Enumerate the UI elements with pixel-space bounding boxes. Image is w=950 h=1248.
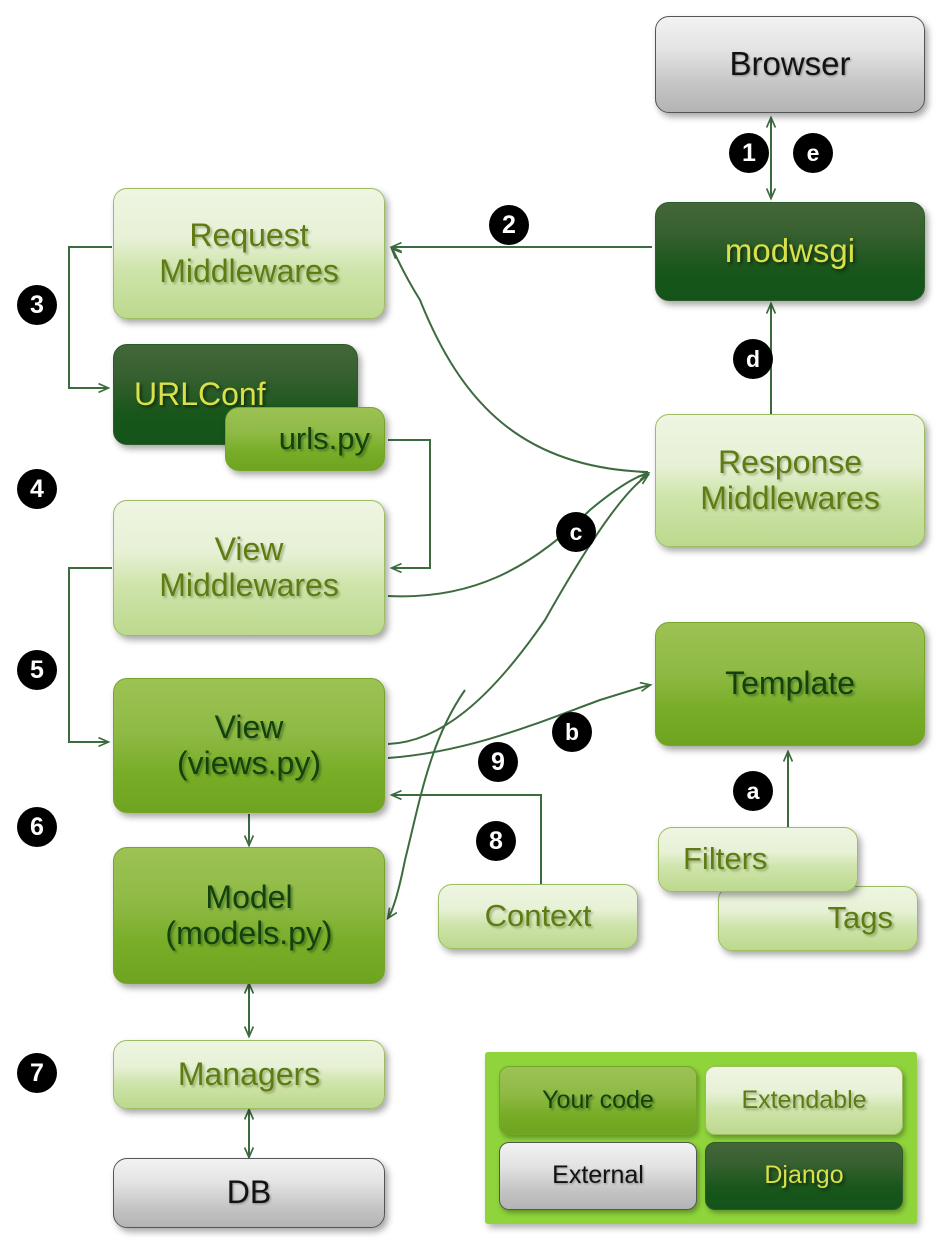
wire-viewmiddlewares-view: [68, 567, 112, 742]
badge-step-4: 4: [17, 469, 57, 509]
node-db[interactable]: DB: [113, 1158, 385, 1228]
node-managers[interactable]: Managers: [113, 1040, 385, 1109]
badge-step-d: d: [733, 339, 773, 379]
badge-step-6: 6: [17, 807, 57, 847]
wire-urlspy-viewmiddlewares: [388, 439, 431, 568]
node-urls-py[interactable]: urls.py: [225, 407, 385, 471]
node-browser[interactable]: Browser: [655, 16, 925, 113]
node-filters[interactable]: Filters: [658, 827, 858, 892]
wire-viewmiddlewares-response: [387, 473, 648, 598]
wire-response-request-curve: [392, 249, 649, 473]
node-tags[interactable]: Tags: [718, 886, 918, 951]
legend-item-extendable: Extendable: [705, 1066, 903, 1135]
node-request-middlewares[interactable]: Request Middlewares: [113, 188, 385, 319]
badge-step-c: c: [556, 512, 596, 552]
node-context[interactable]: Context: [438, 884, 638, 949]
node-view[interactable]: View (views.py): [113, 678, 385, 813]
node-view-middlewares[interactable]: View Middlewares: [113, 500, 385, 636]
legend-item-external: External: [499, 1141, 697, 1210]
legend: Your code Extendable External Django: [485, 1052, 917, 1224]
node-modwsgi[interactable]: modwsgi: [655, 202, 925, 301]
node-template[interactable]: Template: [655, 622, 925, 746]
badge-step-e: e: [793, 133, 833, 173]
badge-step-2: 2: [489, 205, 529, 245]
legend-item-django: Django: [705, 1141, 903, 1210]
badge-step-3: 3: [17, 285, 57, 325]
badge-step-1: 1: [729, 133, 769, 173]
node-response-middlewares[interactable]: Response Middlewares: [655, 414, 925, 547]
badge-step-a: a: [733, 771, 773, 811]
wire-request-urlconf: [68, 246, 112, 388]
wire-view-response: [387, 475, 648, 745]
badge-step-7: 7: [17, 1053, 57, 1093]
wire-context-view: [392, 795, 542, 893]
badge-step-b: b: [552, 712, 592, 752]
badge-step-5: 5: [17, 650, 57, 690]
badge-step-9: 9: [478, 742, 518, 782]
legend-item-your-code: Your code: [499, 1066, 697, 1135]
node-model[interactable]: Model (models.py): [113, 847, 385, 984]
wire-view-template: [387, 685, 650, 759]
badge-step-8: 8: [476, 821, 516, 861]
